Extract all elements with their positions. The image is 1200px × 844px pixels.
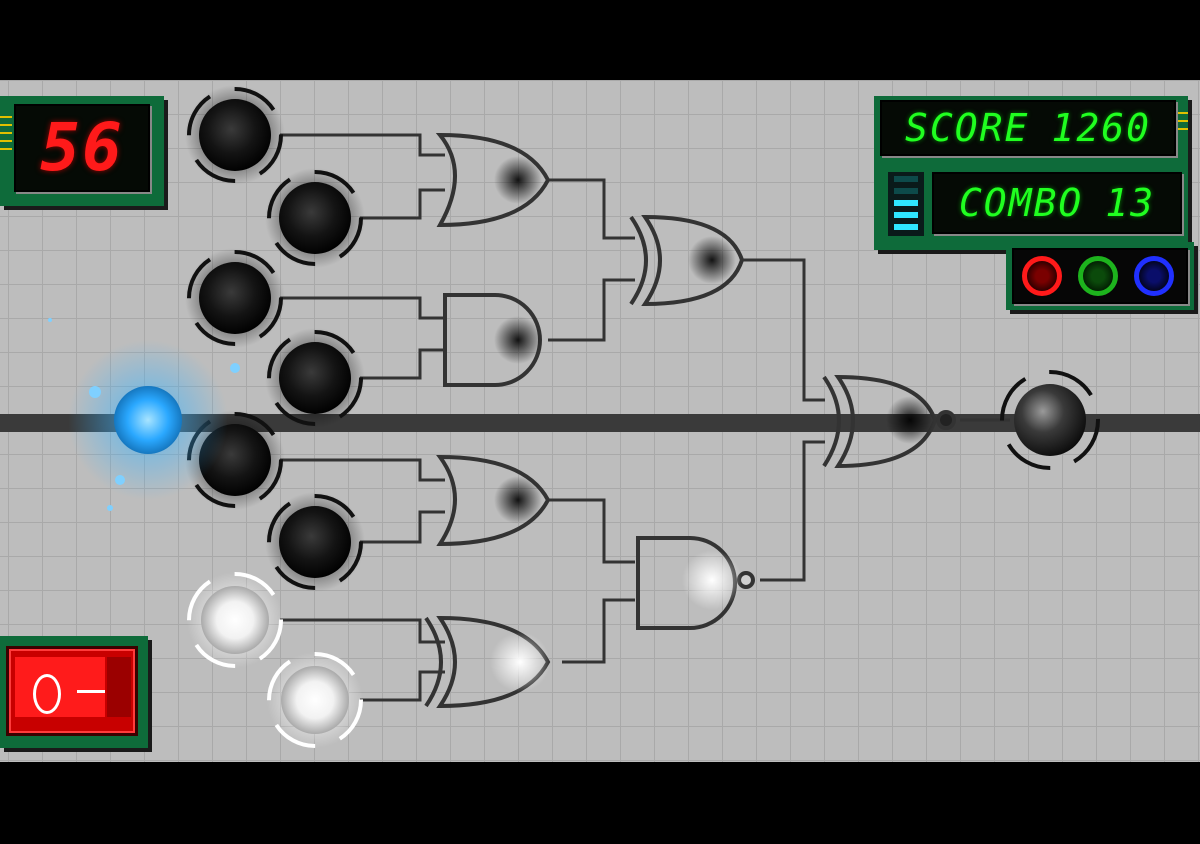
circuit-svg [0, 85, 1200, 748]
power-switch[interactable] [6, 646, 138, 736]
power-switch-edge [107, 657, 131, 717]
color-option-green[interactable] [1078, 256, 1118, 296]
score-display: SCORE 1260 [880, 100, 1176, 156]
input-node-1[interactable] [185, 85, 285, 185]
gate-xor-2 [629, 214, 745, 307]
combo-label: COMBO [958, 181, 1084, 225]
gate-xor-1 [424, 615, 551, 709]
input-node-4[interactable] [265, 328, 365, 428]
combo-meter [886, 170, 926, 238]
signal-pulse [48, 318, 240, 511]
power-on-symbol [77, 690, 105, 693]
combo-meter-segment [894, 188, 918, 194]
color-selector-panel [1006, 242, 1194, 310]
input-node-6[interactable] [265, 492, 365, 592]
input-node-8[interactable] [267, 652, 363, 748]
timer-display: 56 [14, 104, 150, 192]
gate-xnor-1 [822, 374, 956, 469]
combo-display: COMBO 13 [932, 172, 1182, 234]
power-off-symbol [33, 674, 61, 714]
timer-panel: 56 [0, 96, 164, 206]
color-option-blue[interactable] [1134, 256, 1174, 296]
power-switch-off-side [15, 657, 105, 717]
score-label: SCORE [905, 106, 1030, 150]
score-value: 1260 [1051, 106, 1151, 150]
timer-value: 56 [40, 109, 124, 186]
wires [280, 133, 1010, 702]
input-node-3[interactable] [185, 248, 285, 348]
color-option-red[interactable] [1022, 256, 1062, 296]
score-panel-stripes [1176, 112, 1188, 136]
input-node-2[interactable] [265, 168, 365, 268]
gate-or-1 [435, 132, 551, 228]
combo-meter-segment [894, 224, 918, 230]
combo-value: 13 [1105, 181, 1156, 225]
combo-meter-segment [894, 200, 918, 206]
combo-meter-segment [894, 212, 918, 218]
gate-or-2 [436, 454, 551, 547]
power-switch-panel [0, 636, 148, 748]
score-panel: SCORE 1260 COMBO 13 [874, 96, 1188, 250]
combo-meter-segment [894, 176, 918, 182]
output-node [1000, 370, 1100, 470]
timer-panel-stripes [0, 116, 12, 156]
input-node-7[interactable] [187, 572, 283, 668]
